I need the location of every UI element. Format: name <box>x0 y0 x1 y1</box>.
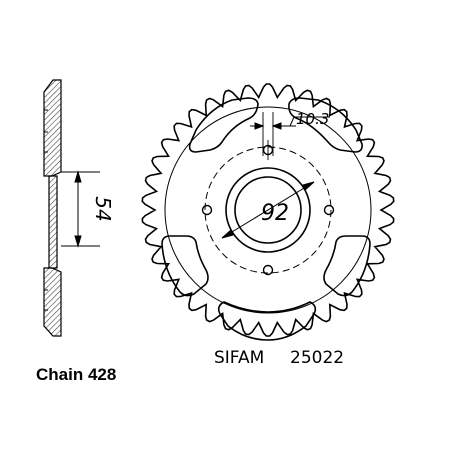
profile-hub-web <box>48 175 58 269</box>
center-bore-inner <box>234 176 302 244</box>
cutout-left <box>161 235 209 297</box>
sprocket-front-view: 10.3 92 <box>141 83 395 341</box>
bolt-circle <box>204 146 332 274</box>
profile-tooth-marks <box>44 109 48 311</box>
bolt-hole-left <box>201 204 213 216</box>
part-number-label: 25022 <box>290 348 344 368</box>
sprocket-root-circle <box>164 106 372 314</box>
bolt-circle-dimension <box>221 181 315 239</box>
hole-spacing-label: 10.3 <box>296 110 329 128</box>
center-bore-outer <box>225 167 311 253</box>
bolt-hole-bottom <box>262 264 274 276</box>
cutout-right <box>323 235 371 297</box>
chain-label: Chain 428 <box>36 365 116 384</box>
bolt-hole-right <box>323 204 335 216</box>
profile-bottom-section <box>43 267 62 337</box>
profile-top-section <box>43 79 62 177</box>
brand-label: SIFAM <box>214 348 264 368</box>
cutout-top <box>288 97 363 153</box>
bolt-circle-label: 92 <box>261 201 289 226</box>
cutout-bottom <box>217 301 317 341</box>
hole-spacing-dimension <box>250 116 330 130</box>
sprocket-tooth-outline <box>141 83 395 337</box>
side-profile-view: 54 <box>43 79 115 337</box>
hole-centerlines <box>262 112 274 160</box>
hub-dimension <box>61 170 100 248</box>
hub-dimension-label: 54 <box>91 196 115 221</box>
cutout-top-left <box>188 97 259 153</box>
